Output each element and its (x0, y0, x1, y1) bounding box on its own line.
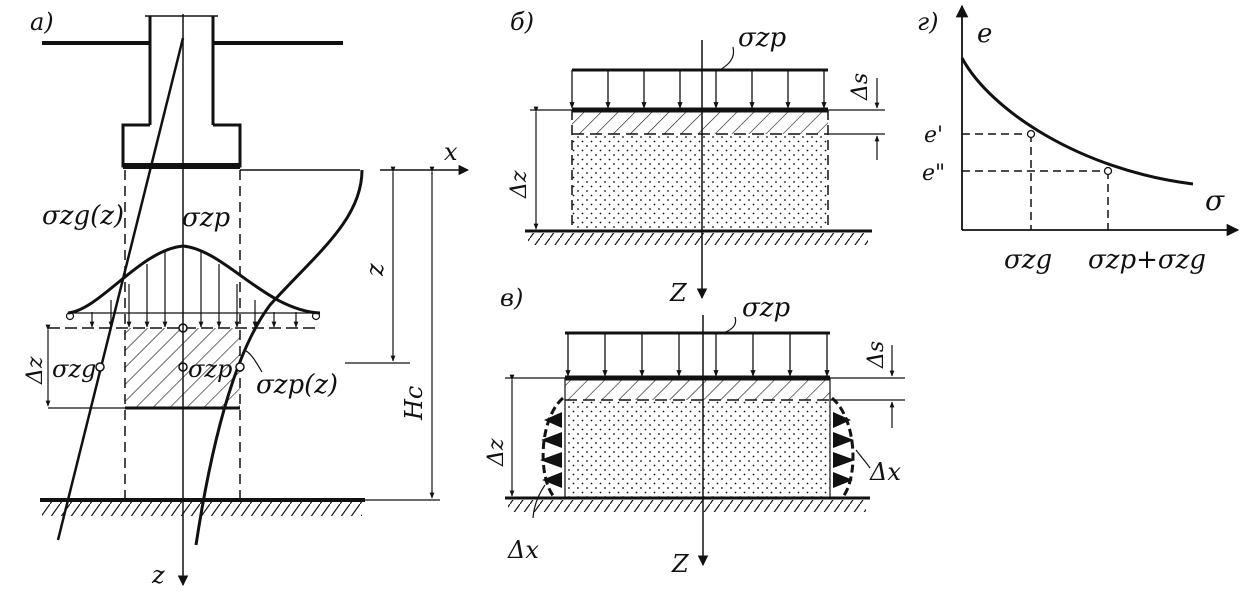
bulge-left (541, 396, 565, 500)
load-arrows-v (565, 333, 830, 377)
lateral-arrows-left (540, 412, 562, 488)
sigma-zp-point-label: σzp (188, 355, 232, 383)
column (148, 16, 215, 125)
sigma-axis-label: σ (1205, 184, 1225, 217)
dx-left-label: Δx (507, 536, 539, 564)
panel-a-label: а) (30, 8, 54, 36)
leader-sigma-zp-curve (243, 349, 263, 373)
soil-sample-b (572, 134, 828, 230)
load-b-label: σzp (738, 23, 786, 53)
distribution-arrows (65, 251, 321, 328)
z-axis-v-label: Z (671, 550, 690, 578)
sigma-zp-distribution (67, 244, 321, 315)
sigma-zp-peak-label: σzp (182, 203, 230, 233)
panel-b-label: б) (510, 8, 534, 36)
sigma-zg-curve-label: σzg(z) (42, 201, 124, 231)
panel-a: а) x z σzg(z) σzp σzg σzp σzp(z) z Δz Hc (23, 8, 470, 589)
sigma-zg-label: σzg (1004, 245, 1052, 275)
z-axis-a-label: z (151, 561, 165, 589)
sigma-zp-curve-label: σzp(z) (256, 370, 338, 400)
z-axis-b-label: Z (669, 279, 688, 307)
leader-dx-left (532, 484, 546, 519)
e-axis-label: e (977, 19, 992, 49)
leader-load-b (719, 46, 735, 71)
e2-label: e" (922, 161, 945, 186)
point-e2 (1103, 166, 1113, 176)
sigma-zp-curve (194, 169, 364, 546)
ds-v-label: Δs (864, 341, 889, 369)
panel-b: б) σzp Δs Δz Z (507, 8, 885, 307)
dz-b-label: Δz (507, 170, 532, 199)
load-arrows-b (569, 70, 827, 109)
panel-v: в) σzp Δs Δz Δx Δx Z (484, 284, 905, 578)
panel-g: г) e σ e' e" σzg σzp+σzg (917, 4, 1240, 275)
compression-curve (960, 57, 1194, 186)
sigma-zg-line (56, 37, 185, 541)
base-hatch-v (508, 500, 866, 512)
dx-right-label: Δx (869, 458, 901, 486)
compressed-zone-v (565, 378, 830, 400)
load-v-label: σzp (742, 293, 790, 323)
lateral-arrows-right (833, 412, 855, 488)
x-axis-a-label: x (444, 138, 458, 166)
sigma-zp-curve-point (235, 362, 245, 372)
leader-load-v (721, 316, 737, 334)
dz-v-label: Δz (484, 438, 509, 467)
sigma-zg-point-label: σzg (52, 355, 96, 383)
dz-a-label: Δz (23, 356, 48, 385)
hc-label: Hc (400, 386, 428, 421)
point-e1 (1026, 129, 1036, 139)
panel-g-label: г) (917, 8, 939, 36)
leader-dx-right (855, 449, 871, 469)
bulge-right (830, 396, 855, 499)
e1-label: e' (924, 123, 943, 148)
compressed-zone-b (572, 110, 828, 134)
ds-b-label: Δs (848, 73, 873, 101)
panel-v-label: в) (500, 284, 523, 312)
base-hatch-b (528, 233, 868, 245)
sigma-zg-point (95, 362, 105, 372)
foundation (121, 123, 242, 168)
bedrock-hatch-a (42, 502, 362, 516)
z-depth-label: z (361, 263, 389, 277)
sigma-sum-label: σzp+σzg (1088, 245, 1206, 275)
soil-sample-v (565, 400, 830, 498)
